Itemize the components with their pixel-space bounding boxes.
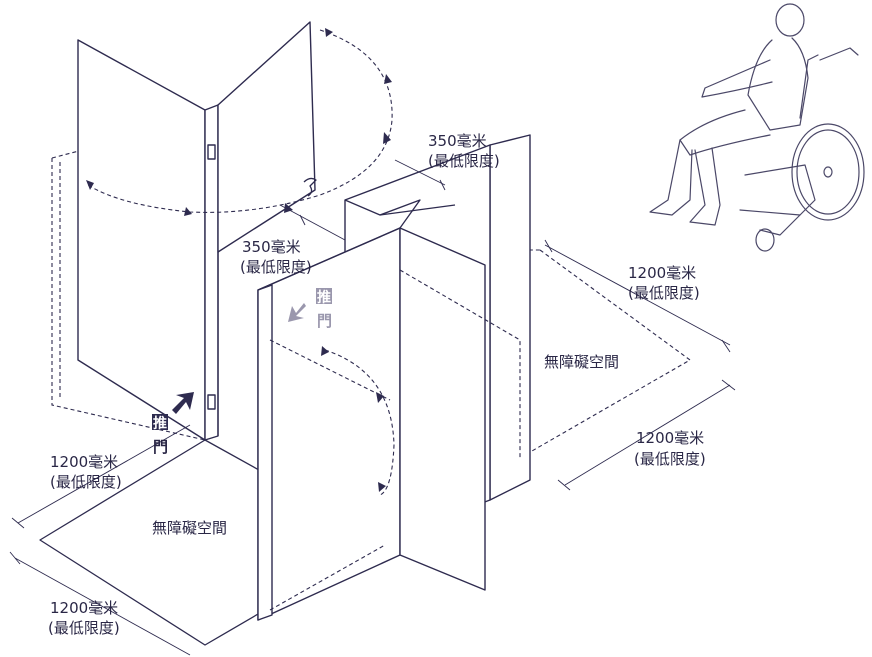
dimension-label-left-lower: 1200毫米 (最低限度) (48, 599, 120, 637)
dimension-label-mid: 350毫米 (最低限度) (240, 238, 312, 276)
dim-mid-note: (最低限度) (240, 258, 312, 276)
dim-top-value: 350毫米 (428, 132, 487, 150)
push-arrow-left (288, 303, 306, 322)
accessible-space-label-left: 無障礙空間 (152, 519, 227, 537)
dimension-label-top: 350毫米 (最低限度) (428, 132, 500, 170)
dim-mid-value: 350毫米 (242, 238, 301, 256)
partition-walls (257, 134, 531, 621)
dimension-label-right-lower: 1200毫米 (最低限度) (634, 429, 706, 468)
accessible-space-label-right: 無障礙空間 (544, 353, 619, 371)
dim-left-upper-note: (最低限度) (50, 473, 122, 491)
wheelchair-user-icon (649, 3, 865, 252)
door-char: 門 (153, 438, 168, 456)
push-char: 推 (153, 415, 167, 432)
door-leaf-left (77, 21, 317, 441)
push-door-label-right: 推 門 (152, 414, 168, 456)
dimension-label-right-upper: 1200毫米 (最低限度) (628, 264, 700, 302)
dim-left-lower-note: (最低限度) (48, 619, 120, 637)
dimension-lines (9, 159, 736, 656)
dim-top-note: (最低限度) (428, 152, 500, 170)
dim-right-upper-note: (最低限度) (628, 284, 700, 302)
dim-left-lower-value: 1200毫米 (50, 599, 118, 617)
dim-right-lower-value: 1200毫米 (636, 429, 704, 447)
push-char: 推 (317, 289, 331, 306)
dim-right-upper-value: 1200毫米 (628, 264, 696, 282)
dim-left-upper-value: 1200毫米 (50, 453, 118, 471)
push-arrow-right (172, 392, 194, 414)
dim-right-lower-note: (最低限度) (634, 450, 706, 468)
dimension-label-left-upper: 1200毫米 (最低限度) (50, 453, 122, 491)
door-swing-arcs (86, 28, 395, 496)
push-door-label-left: 推 門 (316, 288, 332, 330)
door-char: 門 (317, 312, 332, 330)
